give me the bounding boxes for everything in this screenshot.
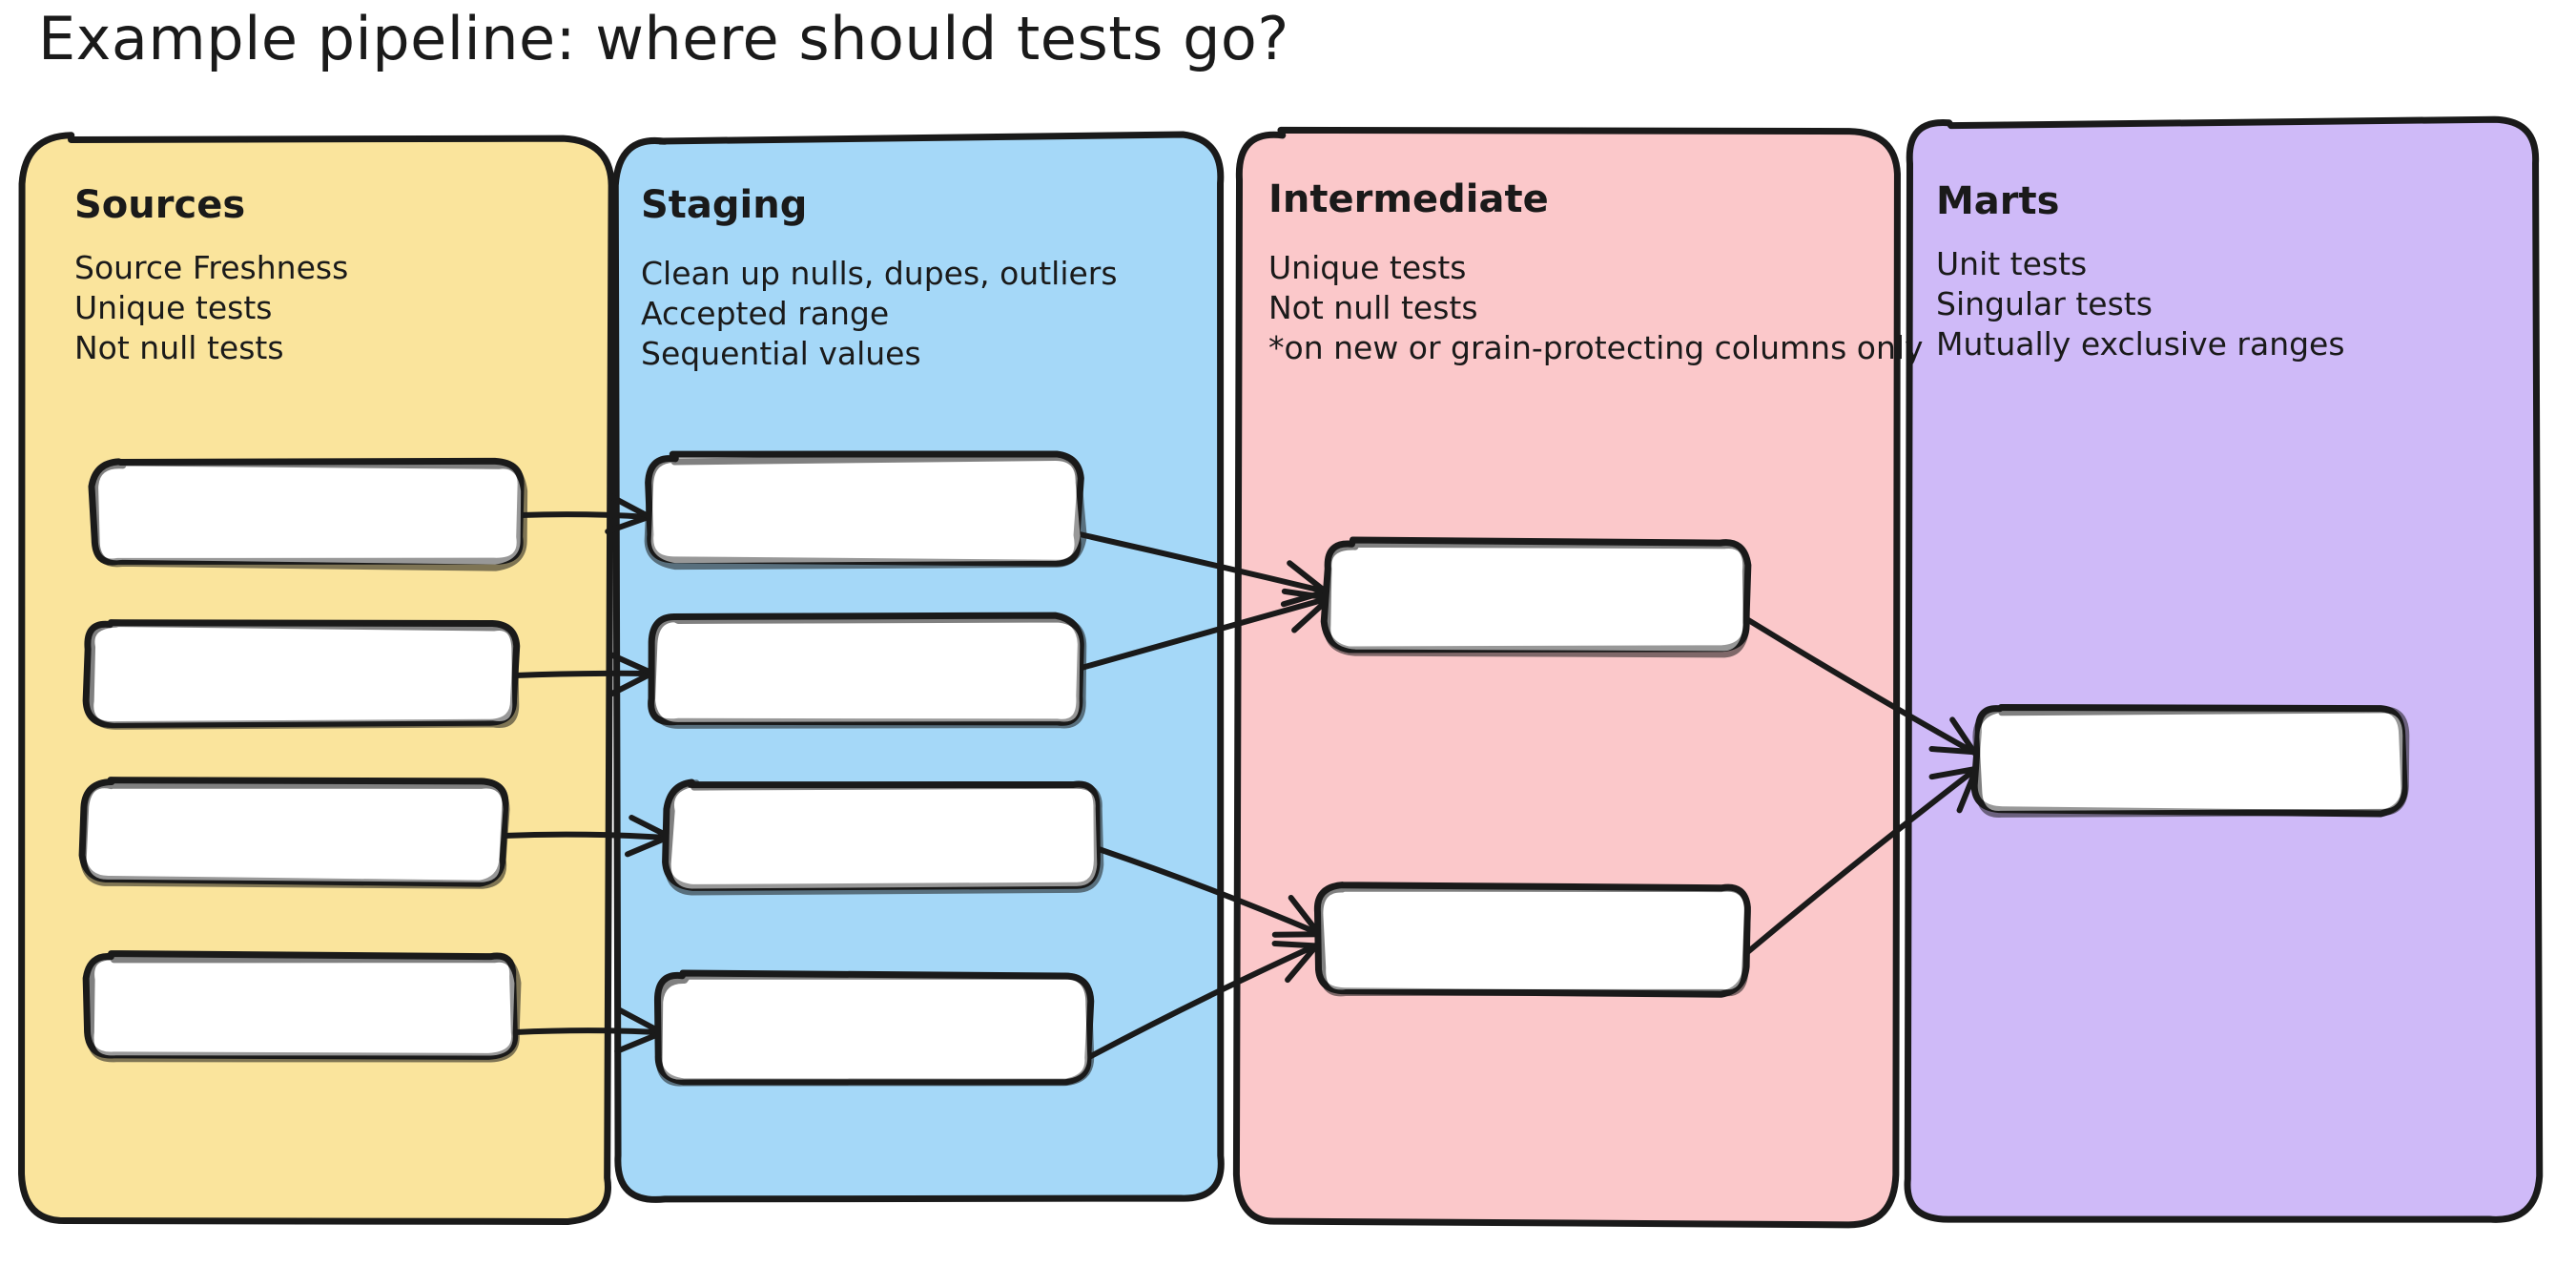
edge-stg-2-to-int-1 <box>1079 588 1330 671</box>
arrow-head-barb <box>1928 765 1980 780</box>
edge-line <box>518 511 651 520</box>
nodes-layer <box>78 450 2410 1087</box>
lane-note-staging-3: Sequential values <box>641 335 921 372</box>
edge-line <box>1742 615 1979 757</box>
node-outline-sketch <box>649 615 1087 729</box>
lane-marts <box>1904 115 2544 1223</box>
lane-note-marts-3: Mutually exclusive ranges <box>1936 325 2345 363</box>
arrow-head-barb <box>1288 895 1321 935</box>
arrow-head-barb <box>1285 941 1321 984</box>
edge-stg-4-to-int-2 <box>1086 941 1321 1060</box>
node-stg-1[interactable] <box>644 450 1087 571</box>
arrow-head-barb <box>1928 746 1978 756</box>
lane-note-intermediate-1: Unique tests <box>1268 249 1466 286</box>
arrow-head-barb <box>1287 560 1329 594</box>
arrow-head-barb <box>615 1007 663 1035</box>
edge-line <box>1086 942 1321 1060</box>
node-outline-sketch <box>1316 884 1752 997</box>
node-outline-sketch <box>1972 705 2410 818</box>
node-outline-sketch <box>644 453 1087 571</box>
edge-src-4-to-stg-4 <box>512 1007 663 1054</box>
arrow-head-barb <box>1291 597 1330 633</box>
node-outline-sketch <box>87 620 520 730</box>
node-mrt-1[interactable] <box>1970 703 2410 818</box>
edge-stg-3-to-int-2 <box>1096 846 1323 938</box>
lane-note-intermediate-3: *on new or grain-protecting columns only <box>1268 329 1924 366</box>
edge-src-2-to-stg-2 <box>512 652 654 697</box>
lane-note-staging-1: Clean up nulls, dupes, outliers <box>641 255 1118 292</box>
node-src-2[interactable] <box>82 619 521 730</box>
lane-note-sources-3: Not null tests <box>74 329 284 366</box>
lane-note-marts-2: Singular tests <box>1936 285 2153 322</box>
lane-note-sources-2: Unique tests <box>74 289 272 326</box>
node-stg-4[interactable] <box>653 969 1095 1087</box>
lane-note-sources-1: Source Freshness <box>74 249 348 286</box>
arrow-head-barb <box>607 492 650 519</box>
edge-src-1-to-stg-1 <box>518 492 653 535</box>
arrow-head-barb <box>608 652 654 675</box>
node-outline-sketch <box>92 459 528 571</box>
node-stg-3[interactable] <box>662 778 1104 896</box>
node-outline-sketch <box>664 779 1104 896</box>
arrow-head-barb <box>608 671 653 697</box>
edge-line <box>1079 596 1329 671</box>
edge-line <box>1096 846 1321 936</box>
edges-layer <box>501 492 1980 1060</box>
arrow-head-barb <box>1949 716 1978 757</box>
edge-line <box>501 831 670 841</box>
edge-line <box>1077 531 1329 594</box>
arrow-head-barb <box>1271 941 1320 949</box>
node-int-1[interactable] <box>1320 536 1752 658</box>
lane-heading-intermediate: Intermediate <box>1268 177 1549 221</box>
lane-note-staging-2: Accepted range <box>641 295 889 332</box>
node-stg-2[interactable] <box>648 612 1087 729</box>
node-src-1[interactable] <box>88 457 528 571</box>
node-src-4[interactable] <box>82 950 522 1063</box>
lane-heading-staging: Staging <box>641 183 807 227</box>
edge-line <box>512 1027 661 1035</box>
arrow-head-barb <box>614 1030 663 1054</box>
lane-heading-sources: Sources <box>74 183 245 227</box>
page-title: Example pipeline: where should tests go? <box>38 4 1289 73</box>
node-outline-sketch <box>79 781 510 889</box>
arrow-head-barb <box>605 513 653 535</box>
node-outline-sketch <box>87 953 522 1063</box>
lane-note-intermediate-2: Not null tests <box>1268 289 1478 326</box>
edge-int-1-to-mrt-1 <box>1742 615 1979 757</box>
node-src-3[interactable] <box>78 777 510 889</box>
lane-panel-marts <box>1904 115 2544 1223</box>
edge-line <box>1742 766 1979 957</box>
node-outline-sketch <box>1324 540 1750 658</box>
lane-heading-marts: Marts <box>1936 179 2059 223</box>
arrow-head-barb <box>1281 588 1329 601</box>
arrow-head-barb <box>624 833 672 858</box>
edge-line <box>512 670 653 678</box>
lane-note-marts-1: Unit tests <box>1936 245 2087 282</box>
node-int-2[interactable] <box>1313 882 1752 998</box>
node-outline-sketch <box>655 972 1095 1087</box>
